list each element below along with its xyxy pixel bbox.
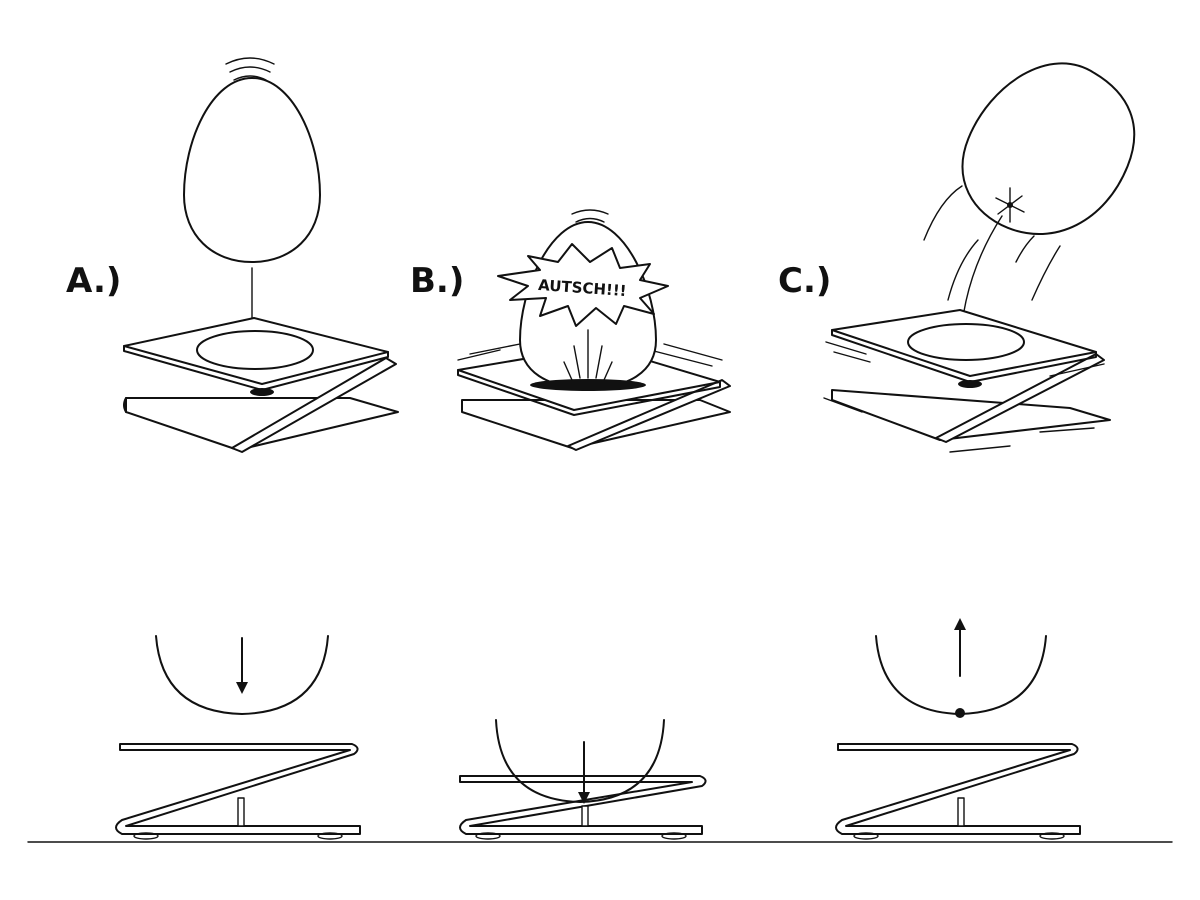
spring-post-c <box>957 797 965 827</box>
spring-post-b <box>581 805 589 827</box>
panel-b-perspective: AUTSCH!!! <box>457 209 731 451</box>
label-c: C.) <box>778 261 831 301</box>
z-spring-b <box>459 775 707 835</box>
egg-bottom-b <box>495 719 665 803</box>
label-a: A.) <box>66 261 121 301</box>
bouncing-egg <box>961 62 1136 236</box>
side-view-c <box>835 618 1081 840</box>
egg-hole <box>196 330 314 370</box>
label-b: B.) <box>410 261 464 301</box>
side-view-b <box>459 719 707 840</box>
sparkle-icon <box>995 187 1025 223</box>
spring-post-a <box>237 797 245 827</box>
side-view-a <box>115 635 361 840</box>
falling-egg <box>183 77 321 263</box>
panel-c-perspective <box>823 62 1136 453</box>
egg-bottom-a <box>155 635 329 715</box>
panel-a-perspective <box>123 57 399 453</box>
z-spring-a <box>115 743 361 835</box>
impact-burst <box>497 243 669 327</box>
z-spring-c <box>835 743 1081 835</box>
